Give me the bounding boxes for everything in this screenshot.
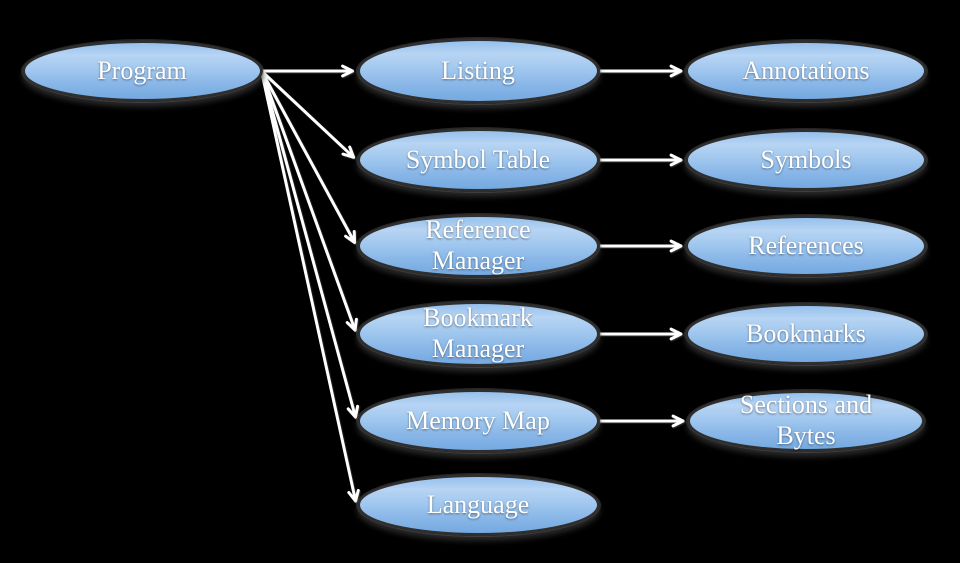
node-label: Bookmarks [746, 318, 866, 348]
node-label: Symbol Table [405, 144, 551, 174]
edge-program-to-bookmark-manager [260, 69, 358, 332]
node-label: Symbols [760, 144, 852, 174]
node-label: Reference Manager [425, 215, 531, 275]
node-memory-map: Memory Map [356, 389, 600, 453]
node-label: Bookmark Manager [423, 303, 533, 363]
node-bookmarks: Bookmarks [685, 303, 927, 365]
node-symbols: Symbols [685, 129, 927, 191]
node-label: Program [97, 55, 187, 85]
node-symbol-table: Symbol Table [356, 128, 600, 192]
node-annotations: Annotations [685, 40, 927, 102]
edge-symbol-table-to-symbols [597, 153, 683, 167]
edge-memory-map-to-sections-bytes [597, 414, 685, 428]
edge-listing-to-annotations [597, 64, 683, 78]
node-language: Language [356, 474, 600, 536]
node-bookmark-manager: Bookmark Manager [356, 301, 600, 367]
node-reference-manager: Reference Manager [356, 214, 600, 278]
node-label: Memory Map [406, 405, 550, 435]
node-references: References [685, 215, 927, 277]
edge-program-to-language [260, 69, 360, 503]
node-label: Listing [441, 55, 515, 85]
node-label: Sections and Bytes [739, 390, 873, 450]
node-label: Annotations [742, 55, 870, 85]
edge-program-to-memory-map [260, 69, 360, 419]
node-sections-bytes: Sections and Bytes [687, 390, 925, 452]
edge-program-to-symbol-table [260, 69, 356, 159]
node-program: Program [21, 40, 263, 102]
node-label: References [748, 230, 864, 260]
node-listing: Listing [356, 38, 600, 104]
node-label: Language [426, 489, 530, 519]
edge-bookmark-manager-to-bookmarks [597, 327, 683, 341]
edge-program-to-listing [260, 64, 354, 78]
edge-reference-manager-to-references [597, 239, 683, 253]
edge-program-to-reference-manager [260, 69, 357, 244]
